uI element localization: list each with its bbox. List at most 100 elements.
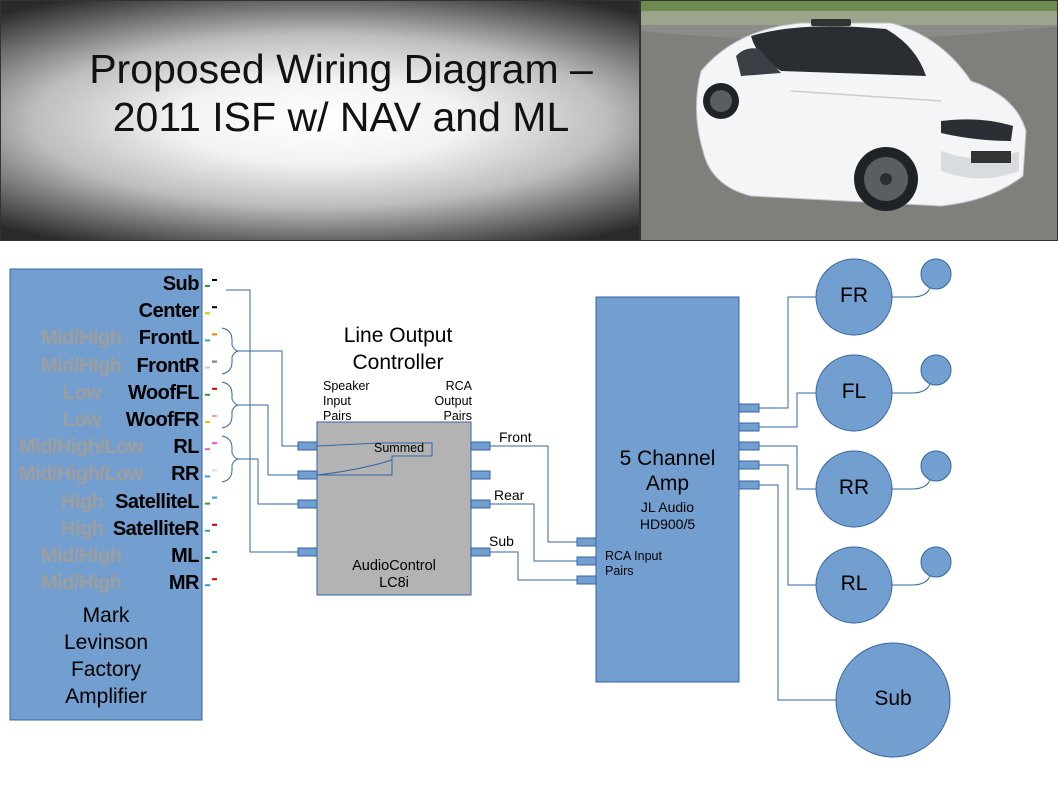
title-banner: Proposed Wiring Diagram – 2011 ISF w/ NA…: [0, 0, 640, 241]
speaker-label-fr: FR: [840, 284, 868, 307]
speaker-input-label-line: Pairs: [323, 409, 352, 423]
channel-name: WoofFR: [125, 409, 200, 431]
channel-name: Sub: [162, 273, 200, 295]
amp-name-line: Amp: [645, 472, 690, 495]
channel-frequency: Low: [63, 409, 102, 431]
wire-stub-plus: [212, 578, 217, 581]
rca-output-label-line: Pairs: [443, 409, 472, 423]
title-line-2: 2011 ISF w/ NAV and ML: [112, 94, 570, 140]
rca-input-label-line: RCA Input: [605, 549, 662, 563]
amp-brand-line: HD900/5: [639, 516, 696, 532]
channel-name: RR: [171, 463, 199, 486]
speaker-label-sub: Sub: [874, 687, 912, 710]
channel-frequency: Mid/High: [41, 354, 122, 377]
slide-title: Proposed Wiring Diagram – 2011 ISF w/ NA…: [31, 45, 651, 141]
wire-stub-plus: [212, 360, 217, 363]
wire-stub-minus: [205, 393, 210, 396]
loc-title-line: Controller: [352, 351, 444, 374]
factory-amp-label-line: Factory: [70, 658, 141, 681]
speaker-label-fl: FL: [841, 380, 867, 403]
factory-amp-label-line: Amplifier: [65, 685, 147, 708]
summed-label: Summed: [374, 441, 425, 455]
speakers: [815, 258, 952, 758]
loc-model-label: AudioControl LC8i: [317, 558, 471, 592]
channel-frequency: Mid/High: [41, 572, 122, 595]
wire-stub-plus: [212, 306, 217, 309]
rear-output-label: Rear: [494, 487, 525, 503]
loc-title-line: Line Output: [343, 324, 453, 347]
amp-output-terminals: [738, 403, 760, 490]
channel-name: RL: [173, 436, 199, 459]
wire-stub-minus: [205, 448, 210, 451]
five-channel-amp-box: [595, 296, 740, 683]
loc-title: Line Output Controller: [317, 322, 479, 376]
wire-stub-plus: [212, 387, 217, 390]
sub-output-label: Sub: [489, 533, 514, 549]
channel-name: FrontL: [138, 327, 200, 350]
channel-frequency: Mid/High/Low: [19, 436, 143, 459]
loc-input-terminals: [297, 441, 318, 557]
wire-stub-plus: [212, 333, 217, 336]
wire-stub-plus: [212, 551, 217, 553]
rca-output-label-line: RCA: [445, 379, 472, 393]
channel-frequency: High: [61, 490, 104, 513]
car-photo: [640, 0, 1058, 241]
amp-brand-line: JL Audio: [640, 499, 695, 515]
wire-stub-plus: [212, 523, 217, 526]
front-output-label: Front: [499, 429, 532, 445]
amp-brand: JL Audio HD900/5: [596, 499, 739, 533]
channel-name: WoofFL: [127, 381, 200, 404]
wire-stub-minus: [205, 584, 210, 587]
speaker-input-label: Speaker Input Pairs: [323, 379, 370, 424]
amp-name-line: 5 Channel: [619, 447, 716, 470]
wire-stub-plus: [212, 442, 217, 445]
wire-color-stubs: [205, 279, 217, 587]
rca-output-label-line: Output: [434, 394, 472, 408]
wire-stub-minus: [205, 421, 210, 423]
factory-amp-label: Mark Levinson Factory Amplifier: [10, 602, 202, 710]
wire-stub-plus: [212, 415, 217, 417]
wire-stub-minus: [205, 475, 210, 478]
wire-stub-minus: [205, 339, 210, 342]
channel-frequency: Mid/High/Low: [19, 463, 143, 486]
speaker-input-label-line: Input: [323, 394, 351, 408]
channel-name: MR: [168, 572, 200, 595]
loc-box: [316, 421, 472, 596]
speaker-label-rr: RR: [838, 476, 870, 499]
rca-input-label-line: Pairs: [605, 564, 634, 578]
channel-name: Center: [138, 300, 200, 323]
loc-output-terminals: [470, 441, 491, 557]
rca-output-label: RCA Output Pairs: [420, 379, 472, 424]
wire-stub-plus: [212, 496, 217, 499]
wire-stub-plus: [212, 469, 217, 472]
wire-stub-minus: [205, 285, 210, 287]
channel-frequency: Mid/High: [41, 327, 122, 350]
channel-frequency: Low: [63, 381, 102, 404]
wire-stub-minus: [205, 557, 210, 559]
channel-frequency: Mid/High: [41, 545, 122, 567]
channel-name: SatelliteR: [112, 517, 200, 540]
channel-name: FrontR: [136, 354, 199, 377]
loc-model-line: AudioControl: [352, 558, 436, 574]
channel-name: ML: [171, 545, 199, 567]
title-line-1: Proposed Wiring Diagram –: [89, 46, 593, 92]
wire-stub-plus: [212, 279, 217, 281]
factory-amp-label-line: Mark: [82, 604, 130, 627]
wire-stub-minus: [205, 502, 210, 505]
rca-input-label: RCA Input Pairs: [605, 549, 662, 579]
speaker-input-label-line: Speaker: [323, 379, 370, 393]
channel-name: SatelliteL: [115, 490, 199, 513]
channel-frequency: High: [61, 517, 104, 540]
factory-amp-label-line: Levinson: [63, 631, 149, 654]
wire-stub-minus: [205, 529, 210, 532]
amp-name: 5 Channel Amp: [596, 446, 739, 496]
amp-input-terminals: [576, 537, 597, 585]
factory-amp-box: [9, 268, 203, 721]
car-illustration: [641, 1, 1057, 240]
wire-stub-minus: [205, 312, 210, 315]
wires: [221, 287, 931, 701]
speaker-label-rl: RL: [840, 572, 868, 595]
wire-stub-minus: [205, 366, 210, 369]
loc-model-line: LC8i: [379, 575, 409, 591]
